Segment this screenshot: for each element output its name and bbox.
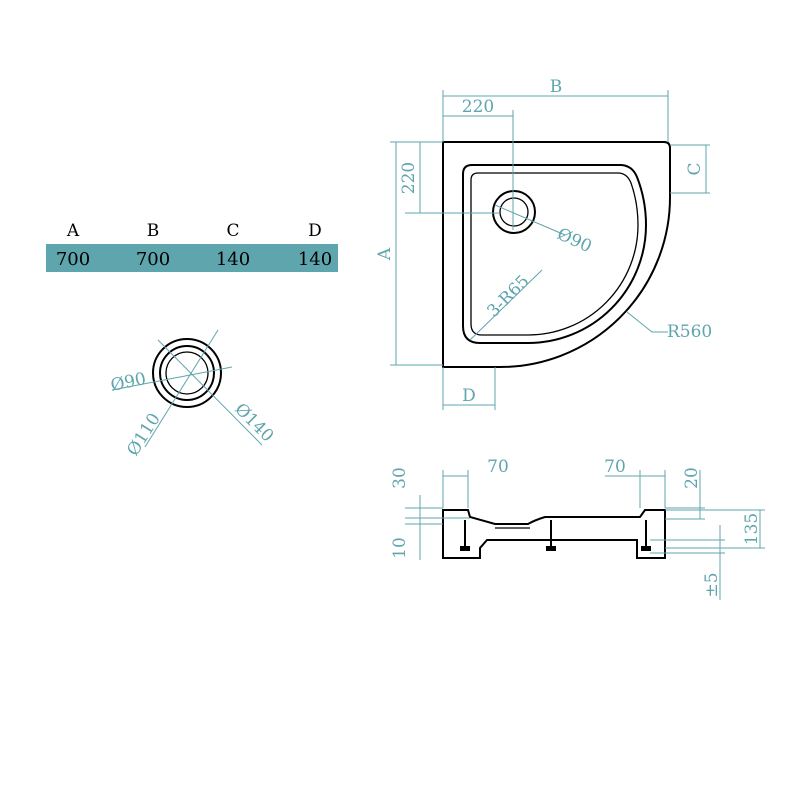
- drain-leader-90: [111, 366, 233, 391]
- tray-inner-basin: [462, 164, 648, 344]
- drain-label-110: Ø110: [123, 410, 165, 460]
- drain-detail: Ø90 Ø110 Ø140: [109, 329, 277, 460]
- dim-c-label: C: [685, 162, 705, 175]
- table-header-a: A: [66, 221, 80, 241]
- tray-drain-inner: [499, 197, 529, 227]
- dim-70-left-label: 70: [487, 457, 509, 477]
- table-header-b: B: [147, 221, 160, 241]
- drain-size-label: Ø90: [554, 224, 595, 257]
- dim-135-label: 135: [742, 513, 762, 545]
- tray-outer-outline: [442, 141, 672, 369]
- tray-side-view: 70 70 30 10 20 135 ±5: [390, 457, 765, 600]
- table-header-d: D: [308, 221, 322, 241]
- dim-b-label: B: [550, 77, 563, 97]
- tray-inner-lip: [470, 172, 639, 336]
- dim-a-label: A: [375, 247, 395, 261]
- arc-radius-label: R560: [667, 322, 712, 342]
- drain-label-90: Ø90: [109, 369, 148, 396]
- table-value-b: 700: [136, 249, 170, 270]
- drain-leader-140: [157, 339, 263, 446]
- table-value-a: 700: [56, 249, 90, 270]
- dim-30-label: 30: [390, 467, 410, 489]
- corner-radius-label: 3-R65: [483, 271, 533, 321]
- dim-70-right-label: 70: [604, 457, 626, 477]
- table-value-c: 140: [216, 249, 250, 270]
- table-value-d: 140: [298, 249, 332, 270]
- dim-d-label: D: [462, 386, 476, 406]
- drain-label-140: Ø140: [230, 399, 277, 446]
- dim-tol-label: ±5: [702, 572, 722, 597]
- tray-foot-left: [460, 520, 470, 551]
- arc-radius-leader: [626, 311, 668, 333]
- tray-foot-middle: [546, 520, 556, 551]
- table-value-row: [46, 244, 338, 272]
- drain-outer-ring: [152, 338, 222, 408]
- drain-leader: [494, 204, 566, 236]
- dim-10-label: 10: [390, 537, 410, 559]
- dim-220-left-label: 220: [399, 162, 419, 194]
- dimension-table: A B C D 700 700 140 140: [46, 221, 338, 272]
- dim-220-top-label: 220: [462, 97, 494, 117]
- drain-leader-110: [144, 329, 219, 448]
- corner-radius-leader: [469, 269, 543, 341]
- tray-top-view: B 220 220 A C D Ø90 3-R65 R560: [375, 77, 712, 410]
- dim-20-label: 20: [682, 467, 702, 489]
- tray-foot-right: [641, 520, 651, 551]
- drain-middle-ring: [159, 345, 215, 401]
- table-header-c: C: [226, 221, 239, 241]
- tray-drain-outer: [492, 190, 536, 234]
- drain-inner-ring: [165, 351, 209, 395]
- tray-side-outline: [442, 509, 666, 559]
